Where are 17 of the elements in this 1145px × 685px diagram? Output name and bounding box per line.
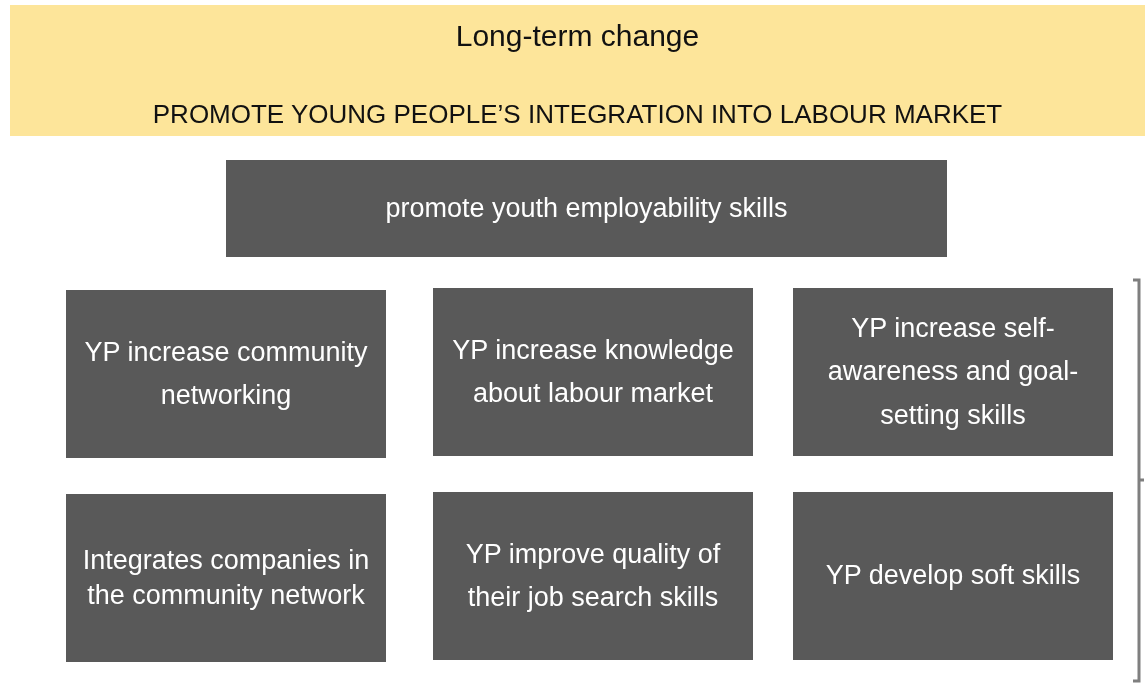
box-text: YP improve quality of their job search skills [464, 537, 722, 614]
header-band [10, 5, 1145, 136]
box-text: YP increase knowledge about labour market [451, 333, 735, 410]
band-title: Long-term change [455, 19, 700, 53]
outcome-box [226, 160, 947, 257]
box-text: Integrates companies in the community network [81, 543, 371, 612]
outcome-box [433, 492, 753, 660]
outcome-box [433, 288, 753, 456]
outcome-box [66, 494, 386, 662]
outcome-box [66, 290, 386, 458]
box-text: YP increase self-awareness and goal-setting skills [826, 312, 1080, 432]
band-subtitle: PROMOTE YOUNG PEOPLE’S INTEGRATION INTO LABOUR MARKET [152, 99, 1003, 130]
box-text: YP increase community networking [83, 335, 369, 412]
box-text: YP develop soft skills [825, 559, 1081, 593]
box-text: promote youth employability skills [385, 191, 788, 225]
outcome-box [793, 288, 1113, 456]
outcome-box [793, 492, 1113, 660]
